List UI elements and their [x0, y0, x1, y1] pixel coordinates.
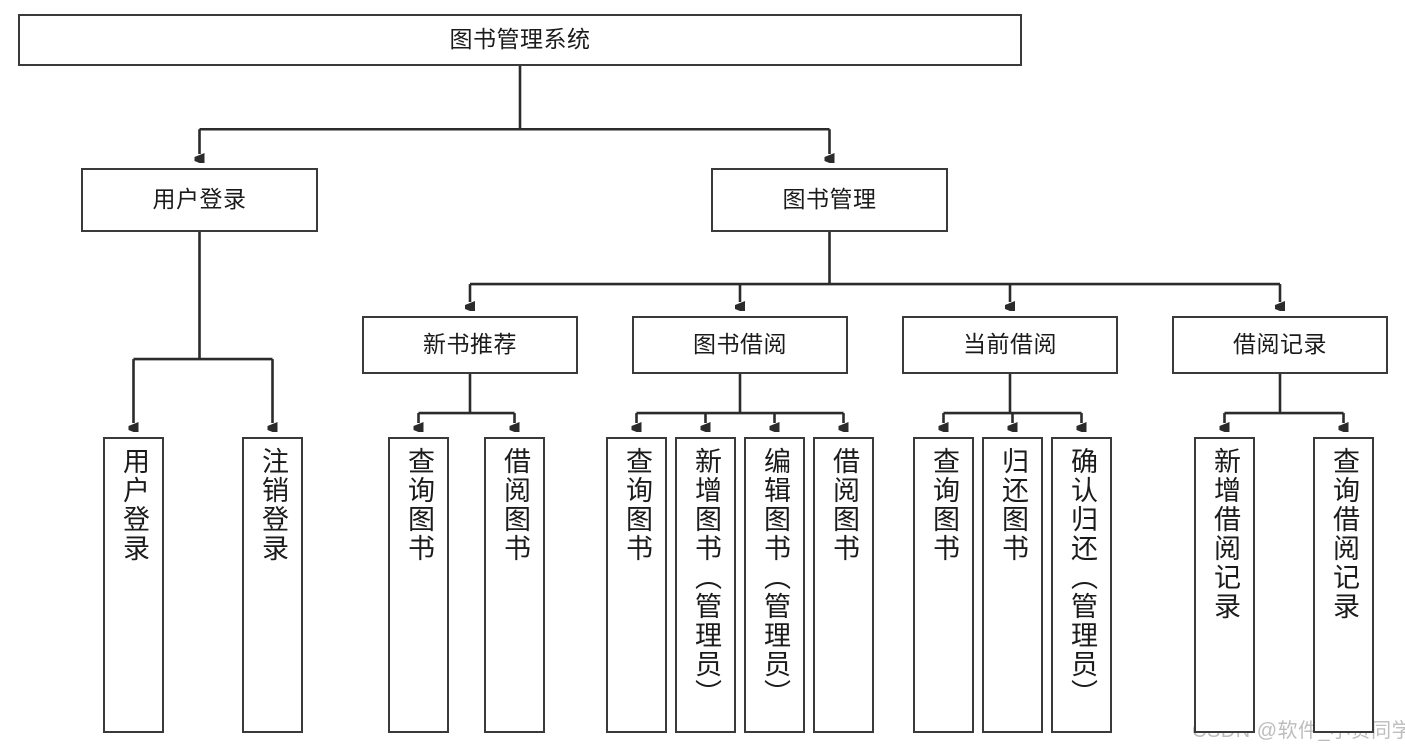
node-user-login-label: 用户登录: [152, 186, 247, 213]
node-leaf-edit-book[interactable]: 编辑图书（管理员）: [744, 437, 805, 733]
node-leaf-query-book-1-label: 查询图书: [404, 447, 434, 563]
node-leaf-borrow-book-2-label: 借阅图书: [829, 447, 859, 563]
node-leaf-borrow-book-2[interactable]: 借阅图书: [813, 437, 874, 733]
node-current-borrow[interactable]: 当前借阅: [902, 316, 1118, 374]
node-leaf-logout[interactable]: 注销登录: [242, 437, 303, 733]
node-leaf-return-book-label: 归还图书: [998, 447, 1028, 563]
node-leaf-query-book-3-label: 查询图书: [929, 447, 959, 563]
node-root[interactable]: 图书管理系统: [18, 14, 1022, 66]
node-leaf-query-book-2-label: 查询图书: [622, 447, 652, 563]
node-leaf-query-record-label: 查询借阅记录: [1329, 447, 1359, 621]
node-leaf-confirm-return[interactable]: 确认归还（管理员）: [1051, 437, 1112, 733]
node-leaf-logout-label: 注销登录: [258, 447, 288, 563]
node-leaf-return-book[interactable]: 归还图书: [982, 437, 1043, 733]
node-leaf-query-record[interactable]: 查询借阅记录: [1313, 437, 1374, 733]
node-book-borrow-label: 图书借阅: [693, 331, 787, 358]
node-root-label: 图书管理系统: [449, 26, 591, 53]
node-leaf-add-record[interactable]: 新增借阅记录: [1194, 437, 1255, 733]
node-borrow-record-label: 借阅记录: [1233, 331, 1327, 358]
node-leaf-edit-book-label: 编辑图书（管理员）: [760, 447, 790, 708]
node-leaf-add-book[interactable]: 新增图书（管理员）: [675, 437, 736, 733]
node-leaf-borrow-book-1-label: 借阅图书: [500, 447, 530, 563]
node-leaf-borrow-book-1[interactable]: 借阅图书: [484, 437, 545, 733]
node-leaf-query-book-1[interactable]: 查询图书: [388, 437, 449, 733]
node-leaf-confirm-return-label: 确认归还（管理员）: [1067, 447, 1097, 708]
node-new-book-recommend[interactable]: 新书推荐: [362, 316, 578, 374]
node-book-manage[interactable]: 图书管理: [711, 168, 948, 232]
node-leaf-user-login[interactable]: 用户登录: [103, 437, 164, 733]
node-leaf-user-login-label: 用户登录: [119, 447, 149, 563]
node-leaf-query-book-3[interactable]: 查询图书: [913, 437, 974, 733]
node-leaf-add-record-label: 新增借阅记录: [1210, 447, 1240, 621]
node-new-book-recommend-label: 新书推荐: [423, 331, 517, 358]
node-user-login[interactable]: 用户登录: [81, 168, 318, 232]
node-current-borrow-label: 当前借阅: [963, 331, 1057, 358]
node-leaf-add-book-label: 新增图书（管理员）: [691, 447, 721, 708]
node-book-manage-label: 图书管理: [782, 186, 877, 213]
node-leaf-query-book-2[interactable]: 查询图书: [606, 437, 667, 733]
node-book-borrow[interactable]: 图书借阅: [632, 316, 848, 374]
node-borrow-record[interactable]: 借阅记录: [1172, 316, 1388, 374]
